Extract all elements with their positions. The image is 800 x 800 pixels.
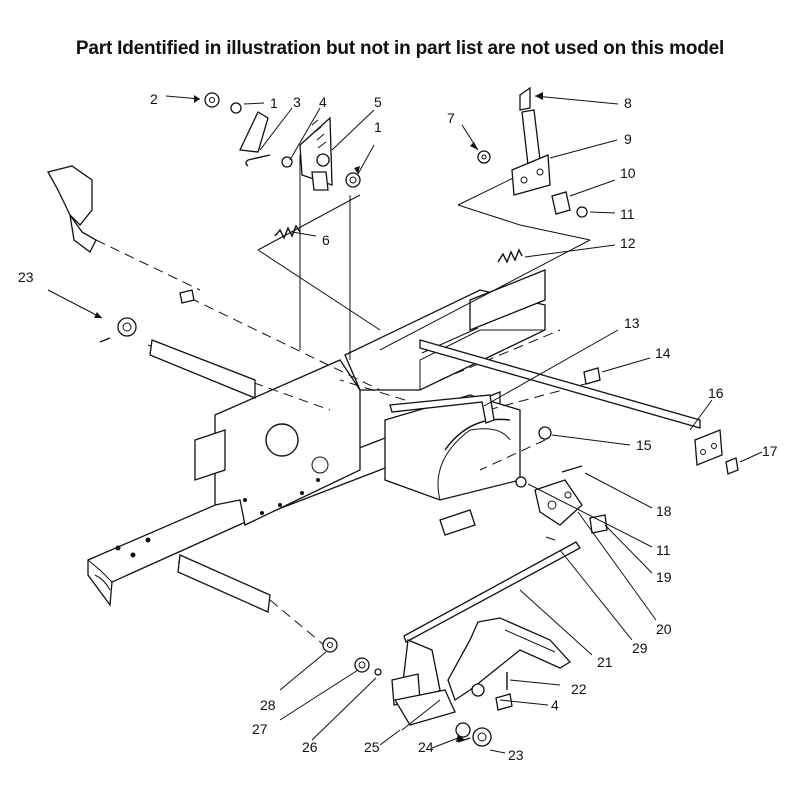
callout-4: 4 <box>319 94 327 110</box>
brake-linkage <box>403 465 608 643</box>
callout-18: 18 <box>656 503 672 519</box>
cross-shaft <box>419 339 739 475</box>
callout-1: 1 <box>270 95 278 111</box>
brake-rod <box>389 394 552 440</box>
callout-11: 11 <box>620 206 635 222</box>
callout-26: 26 <box>302 739 318 755</box>
callout-7: 7 <box>447 110 455 126</box>
callout-15: 15 <box>636 437 652 453</box>
callout-20: 20 <box>656 621 672 637</box>
callout-8: 8 <box>624 95 632 111</box>
callout-25: 25 <box>364 739 380 755</box>
callout-labels: 2 1 3 4 5 1 6 7 8 9 10 11 12 23 13 14 16… <box>18 91 778 763</box>
pedal-lever <box>322 617 572 747</box>
callout-2: 2 <box>150 91 158 107</box>
callout-10: 10 <box>620 165 636 181</box>
callout-16: 16 <box>708 385 724 401</box>
callout-29: 29 <box>632 640 648 656</box>
lever-assembly <box>477 86 588 264</box>
callout-5: 5 <box>374 94 382 110</box>
callout-11-lower: 11 <box>656 542 671 558</box>
callout-12: 12 <box>620 235 636 251</box>
callout-28: 28 <box>260 697 276 713</box>
callout-17: 17 <box>762 443 778 459</box>
callout-27: 27 <box>252 721 268 737</box>
callout-1-lower: 1 <box>374 119 382 135</box>
callout-6: 6 <box>322 232 330 248</box>
brake-pedal-arm <box>47 165 97 253</box>
callout-24: 24 <box>418 739 434 755</box>
callout-9: 9 <box>624 131 632 147</box>
callout-22: 22 <box>571 681 587 697</box>
assembly-guide-lines <box>95 155 601 651</box>
callout-23: 23 <box>18 269 34 285</box>
chassis-frame <box>87 269 546 607</box>
leader-arrowheads <box>94 92 543 742</box>
diagram-title: Part Identified in illustration but not … <box>75 38 725 59</box>
callout-14: 14 <box>655 345 671 361</box>
callout-3: 3 <box>293 94 301 110</box>
callout-23-lower: 23 <box>508 747 524 763</box>
pivot-shaft-left <box>99 289 271 613</box>
callout-19: 19 <box>656 569 672 585</box>
ratchet-assembly <box>204 92 361 240</box>
callout-21: 21 <box>597 654 613 670</box>
leader-lines <box>47 95 763 754</box>
callout-4-lower: 4 <box>551 697 559 713</box>
callout-13: 13 <box>624 315 640 331</box>
